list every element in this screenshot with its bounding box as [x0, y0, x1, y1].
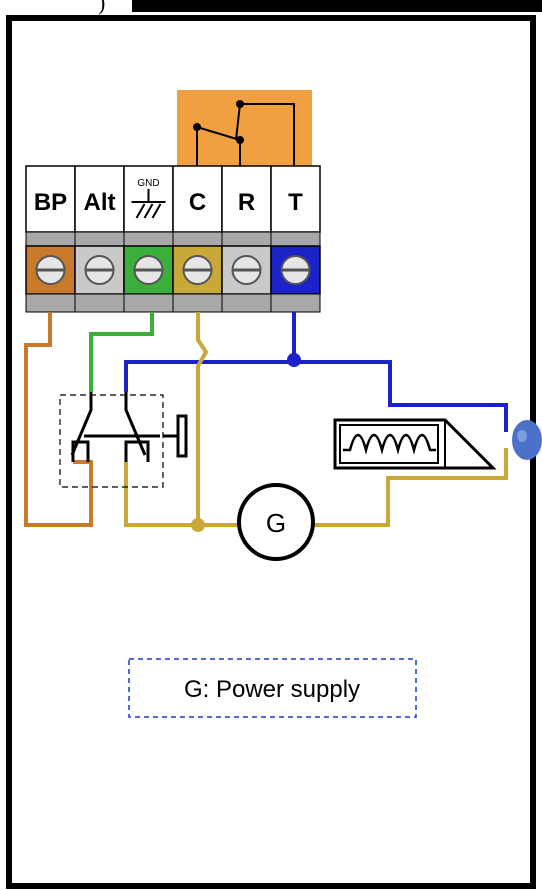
relay-contacts	[196, 103, 295, 166]
terminal-label: R	[238, 189, 255, 216]
wires	[24, 312, 508, 527]
terminal-alt: Alt	[74, 165, 125, 313]
terminal-strip: BP Alt GND C R T	[25, 165, 321, 313]
wire-t	[124, 360, 508, 432]
terminal-label: C	[189, 189, 206, 216]
ground-icon	[131, 189, 166, 219]
heater-element	[333, 418, 497, 470]
terminal-label: T	[288, 189, 303, 216]
terminal-label: BP	[34, 189, 67, 216]
wire-bp	[24, 312, 93, 527]
terminal-c: C	[172, 165, 223, 313]
sensor-icon	[512, 420, 542, 460]
terminal-label: GND	[137, 178, 159, 189]
legend-caption: G: Power supply	[128, 658, 417, 718]
wire-c	[124, 312, 209, 527]
terminal-t: T	[270, 165, 321, 313]
wire-c	[313, 448, 508, 527]
terminal-label: Alt	[84, 189, 116, 216]
relay-contact-dots	[193, 100, 244, 144]
generator-label: G	[266, 508, 286, 538]
wire-junctions	[191, 353, 301, 532]
caption-text: G: Power supply	[184, 676, 360, 703]
terminal-gnd: GND	[123, 165, 174, 313]
header-bar	[132, 0, 542, 12]
terminal-bp: BP	[25, 165, 76, 313]
header-fragment: )	[98, 0, 105, 15]
terminal-r: R	[221, 165, 272, 313]
wire-gnd	[89, 312, 154, 392]
switch	[59, 392, 188, 488]
power-supply: G	[237, 483, 315, 561]
